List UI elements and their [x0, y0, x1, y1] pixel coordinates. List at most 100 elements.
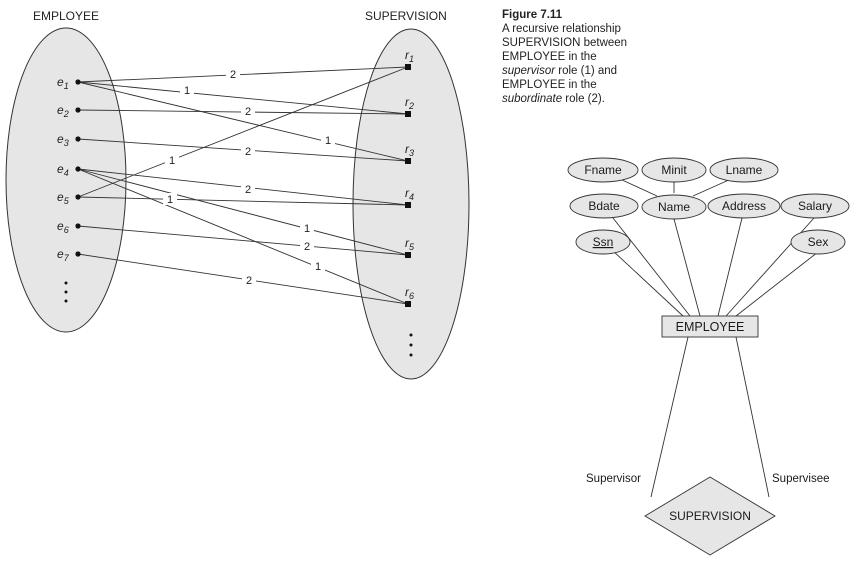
role-label-bg [241, 145, 255, 157]
address-entity-line [717, 217, 743, 317]
employee-node-e4 [75, 166, 81, 172]
caption-line-6-italic: subordinate [502, 93, 563, 105]
role-label-e1-r1: 2 [230, 69, 236, 81]
employee-label-e6: e6 [57, 219, 69, 235]
relationship-node-r5 [405, 252, 411, 258]
role-label-e4-r4: 2 [245, 184, 251, 196]
relationship-label-r1: r1 [405, 48, 414, 64]
employee-ellipsis [64, 281, 68, 303]
attr-name-oval [641, 194, 707, 220]
link-e1-r3 [77, 81, 409, 162]
link-e1-r2 [77, 81, 409, 115]
employee-node-e7 [75, 251, 81, 257]
caption-line-2: SUPERVISION between [502, 37, 628, 49]
fname-name-line [619, 178, 658, 197]
er-attributes: Fname Minit Lname Bdate Name Address Sal… [567, 157, 850, 255]
role-label-e5-r4: 1 [167, 194, 173, 206]
role-label-bg [180, 84, 194, 96]
role-label-bg [163, 193, 177, 205]
employee-set-header: EMPLOYEE [33, 9, 99, 23]
employee-set-ellipse [5, 27, 127, 333]
attr-sex: Sex [808, 235, 829, 249]
role-label-bg [321, 134, 335, 146]
supervisor-role-label: Supervisor [586, 473, 641, 485]
employee-node-e2 [75, 107, 81, 113]
attr-salary-oval [780, 193, 850, 219]
relationship-node-r4 [405, 202, 411, 208]
role-label-e2-r2: 2 [245, 106, 251, 118]
employee-label-e7: e7 [57, 247, 70, 263]
role-label-bg [300, 222, 314, 234]
relationship-label-r4: r4 [405, 186, 414, 202]
employee-label-e1: e1 [57, 75, 69, 91]
employee-entity-box [661, 315, 759, 338]
relationship-node-r6 [405, 301, 411, 307]
relationship-node-r3 [405, 158, 411, 164]
attr-sex-oval [790, 229, 846, 255]
supervision-set-header: SUPERVISION [365, 9, 447, 23]
link-e5-r4 [77, 196, 409, 206]
role-label-e1-r3: 1 [325, 135, 331, 147]
attr-address: Address [722, 199, 766, 213]
caption-line-6-rest: role (2). [562, 93, 605, 105]
attr-bdate: Bdate [588, 199, 620, 213]
link-e1-r1 [77, 66, 409, 83]
link-e6-r5 [77, 225, 409, 256]
ssn-entity-line [611, 249, 684, 317]
employee-node-e1 [75, 79, 81, 85]
attr-minit-oval [641, 157, 707, 183]
supervisee-role-label: Supervisee [772, 473, 830, 485]
relationship-node-r2 [405, 111, 411, 117]
attr-address-oval [707, 193, 781, 219]
attr-fname: Fname [584, 163, 622, 177]
employee-node-e6 [75, 223, 81, 229]
employee-entity-label: EMPLOYEE [676, 320, 745, 334]
relationship-label-r6: r6 [405, 285, 414, 301]
attr-minit: Minit [661, 163, 687, 177]
bdate-entity-line [612, 217, 691, 317]
attr-name: Name [658, 200, 690, 214]
attr-salary: Salary [798, 199, 832, 213]
role-label-bg [241, 183, 255, 195]
employee-label-e4: e4 [57, 162, 69, 178]
relationship-label-r3: r3 [405, 142, 414, 158]
role-label-e3-r3: 2 [245, 146, 251, 158]
relationship-label-r2: r2 [405, 95, 414, 111]
role-label-bg [165, 154, 179, 166]
employee-node-e5 [75, 194, 81, 200]
role-label-bg [241, 105, 255, 117]
figure-number: Figure 7.11 [502, 9, 563, 21]
link-e4-r6 [77, 168, 409, 305]
relationship-instances: r1 r2 r3 r4 r5 r6 [405, 48, 415, 307]
er-connectors [611, 178, 819, 498]
supervision-diamond [644, 476, 776, 556]
caption-line-3: EMPLOYEE in the [502, 51, 597, 63]
figure-caption: Figure 7.11 A recursive relationship SUP… [502, 8, 672, 106]
role-label-bg [300, 240, 314, 252]
employee-label-e5: e5 [57, 190, 70, 206]
lname-name-line [692, 178, 732, 197]
role-label-bg [242, 274, 256, 286]
caption-line-4-rest: role (1) and [555, 65, 618, 77]
role-label-e4-r5: 1 [304, 223, 310, 235]
relationship-label-r5: r5 [405, 236, 415, 252]
supervisee-role-line [735, 336, 770, 498]
attr-bdate-oval [569, 193, 639, 219]
role-labels: 2 1 2 1 2 1 2 1 1 2 1 2 [163, 68, 335, 287]
attr-ssn-key: Ssn [593, 235, 614, 249]
role-label-bg [311, 260, 325, 272]
role-label-e4-r6: 1 [315, 261, 321, 273]
attr-lname: Lname [726, 163, 763, 177]
attr-lname-oval [709, 157, 779, 183]
caption-line-4-italic: supervisor [502, 65, 556, 77]
name-entity-line [673, 218, 701, 317]
employee-node-e3 [75, 136, 81, 142]
role-label-e7-r6: 2 [246, 275, 252, 287]
caption-line-1: A recursive relationship [502, 23, 621, 35]
sex-entity-line [735, 251, 819, 317]
role-label-e5-r1: 1 [169, 155, 175, 167]
relationship-ellipsis [409, 333, 413, 357]
employee-label-e3: e3 [57, 132, 69, 148]
